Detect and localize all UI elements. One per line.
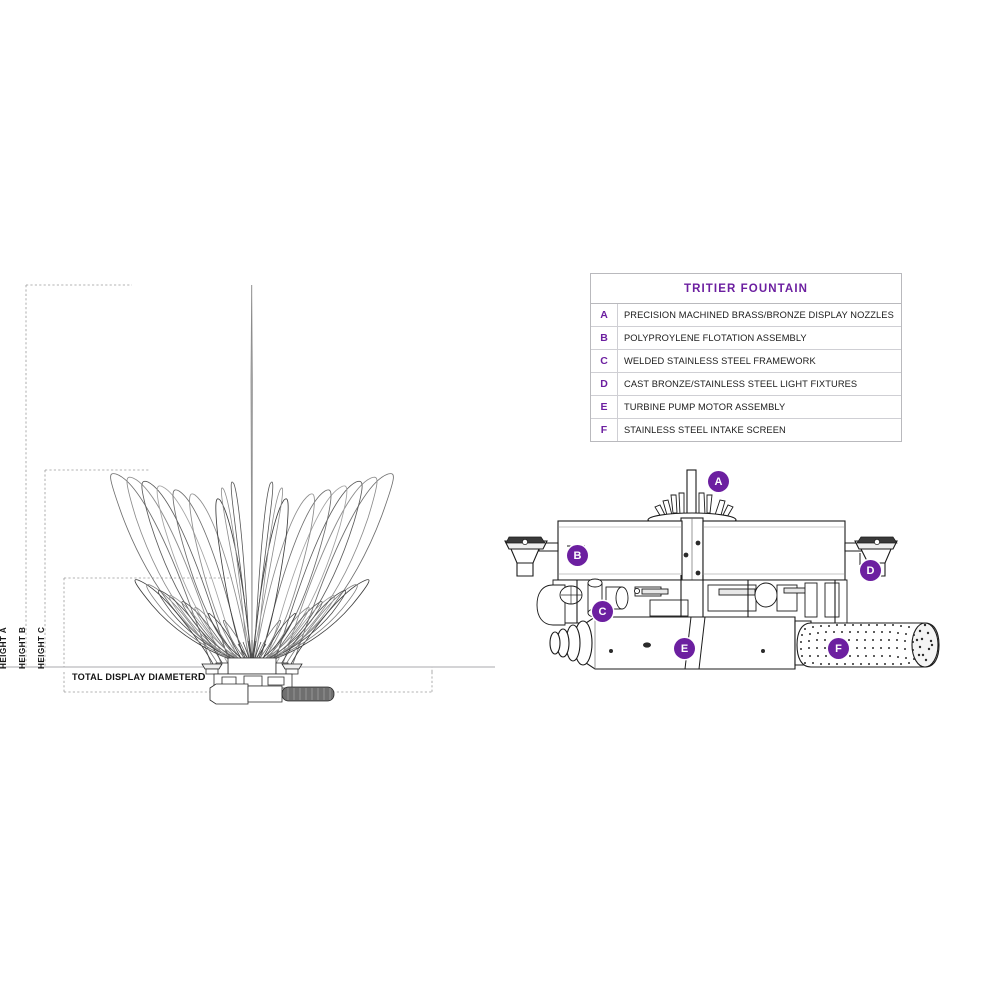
callout-badge-b[interactable]: B: [567, 545, 588, 566]
diameter-label-text: TOTAL DISPLAY DIAMETER: [72, 672, 198, 682]
legend-key-f: F: [591, 419, 618, 442]
table-row: A PRECISION MACHINED BRASS/BRONZE DISPLA…: [591, 304, 901, 327]
legend-key-a: A: [591, 304, 618, 327]
dimension-label-height-c: HEIGHT C: [37, 627, 46, 669]
legend-text-a: PRECISION MACHINED BRASS/BRONZE DISPLAY …: [618, 304, 902, 327]
table-row: B POLYPROYLENE FLOTATION ASSEMBLY: [591, 327, 901, 350]
legend-key-c: C: [591, 350, 618, 373]
legend-key-b: B: [591, 327, 618, 350]
callout-badge-e[interactable]: E: [674, 638, 695, 659]
legend-text-d: CAST BRONZE/STAINLESS STEEL LIGHT FIXTUR…: [618, 373, 902, 396]
legend-text-e: TURBINE PUMP MOTOR ASSEMBLY: [618, 396, 902, 419]
legend-title-cell: TRITIER FOUNTAIN: [591, 274, 901, 304]
callout-badge-f[interactable]: F: [828, 638, 849, 659]
legend-text-c: WELDED STAINLESS STEEL FRAMEWORK: [618, 350, 902, 373]
spray-elevation-drawing: [0, 260, 500, 1000]
table-row: F STAINLESS STEEL INTAKE SCREEN: [591, 419, 901, 442]
legend-title: TRITIER FOUNTAIN: [684, 283, 808, 295]
light-fixture-left: [505, 537, 558, 576]
legend-key-d: D: [591, 373, 618, 396]
dimension-label-height-a: HEIGHT A: [0, 627, 8, 669]
legend-text-b: POLYPROYLENE FLOTATION ASSEMBLY: [618, 327, 902, 350]
dimension-label-total-display-diameter: TOTAL DISPLAY DIAMETERD: [72, 671, 206, 683]
assembly-cutaway-drawing: [495, 455, 955, 695]
table-row: C WELDED STAINLESS STEEL FRAMEWORK: [591, 350, 901, 373]
dimension-lines: [26, 285, 432, 692]
table-row: E TURBINE PUMP MOTOR ASSEMBLY: [591, 396, 901, 419]
legend-key-e: E: [591, 396, 618, 419]
table-row: D CAST BRONZE/STAINLESS STEEL LIGHT FIXT…: [591, 373, 901, 396]
legend-text-f: STAINLESS STEEL INTAKE SCREEN: [618, 419, 902, 442]
callout-badge-d[interactable]: D: [860, 560, 881, 581]
callout-badge-a[interactable]: A: [708, 471, 729, 492]
callout-badge-c[interactable]: C: [592, 601, 613, 622]
intake-screen: [797, 623, 939, 667]
legend-table: TRITIER FOUNTAIN A PRECISION MACHINED BR…: [590, 273, 902, 442]
center-jet: [251, 285, 253, 665]
dimension-label-height-b: HEIGHT B: [18, 627, 27, 669]
diameter-label-letter: D: [198, 671, 206, 683]
